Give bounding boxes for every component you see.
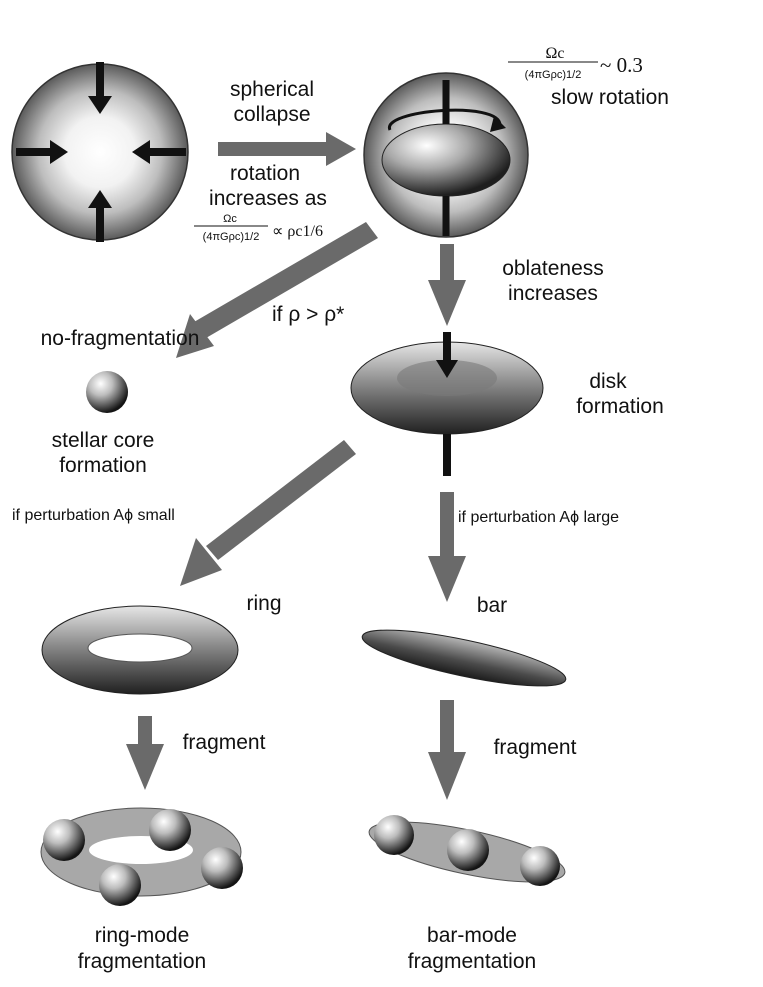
density-condition-label: if ρ > ρ* (272, 303, 344, 326)
svg-text:Ωc: Ωc (546, 45, 565, 62)
ring-mode-fragmentation-label: fragmentation (78, 950, 206, 973)
svg-text:~ 0.3: ~ 0.3 (600, 53, 643, 77)
rotation-label: rotation (230, 162, 300, 185)
no-fragmentation-label: no-fragmentation (41, 327, 200, 350)
svg-text:(4πGρc)1/2: (4πGρc)1/2 (525, 69, 582, 81)
bar-mode-label: bar-mode (427, 924, 517, 947)
svg-text:(4πGρc)1/2: (4πGρc)1/2 (203, 231, 260, 243)
formula-rotation-ratio: Ωc (4πGρc)1/2 ~ 0.3 (508, 45, 643, 81)
collapse-arrow-icon (218, 132, 356, 166)
disk (350, 332, 544, 476)
stellar-core-label: stellar core (52, 429, 155, 452)
slow-rotation-label: slow rotation (551, 86, 669, 109)
collapse-label: collapse (233, 103, 310, 126)
ring-torus (41, 605, 239, 695)
increases-label: increases (508, 282, 598, 305)
fragment-left-label: fragment (183, 731, 266, 754)
disk-formation-label: formation (576, 395, 664, 418)
stellar-core-sphere (86, 371, 128, 413)
oblateness-arrow-icon (428, 244, 466, 326)
svg-text:Ωc: Ωc (223, 213, 237, 225)
ring-mode-fragments (40, 807, 243, 906)
bar-ellipsoid (361, 629, 567, 687)
ring-mode-label: ring-mode (95, 924, 190, 947)
bar-mode-fragments (368, 815, 566, 886)
formula-density-scaling: Ωc (4πGρc)1/2 ∝ ρc1/6 (194, 213, 323, 243)
bar-label: bar (477, 594, 507, 617)
stellar-formation-label: formation (59, 454, 147, 477)
perturbation-small-label: if perturbation Aϕ small (12, 507, 175, 524)
spherical-label: spherical (230, 78, 314, 101)
bar-mode-fragmentation-label: fragmentation (408, 950, 536, 973)
rotating-sphere (363, 72, 529, 238)
spherical-cloud (11, 62, 189, 242)
oblateness-label: oblateness (502, 257, 604, 280)
perturbation-large-label: if perturbation Aϕ large (458, 509, 619, 526)
ring-label: ring (246, 592, 281, 615)
ring-fragment-arrow-icon (126, 716, 164, 790)
bar-fragment-arrow-icon (428, 700, 466, 800)
svg-text:∝ ρc1/6: ∝ ρc1/6 (272, 223, 323, 240)
ring-path-arrow-icon (180, 440, 356, 586)
no-fragmentation-arrow-icon (176, 222, 378, 358)
bar-path-arrow-icon (428, 492, 466, 602)
increases-as-label: increases as (209, 187, 327, 210)
disk-label: disk (589, 370, 627, 393)
fragment-right-label: fragment (494, 736, 577, 759)
inward-arrow-icon (16, 62, 186, 242)
